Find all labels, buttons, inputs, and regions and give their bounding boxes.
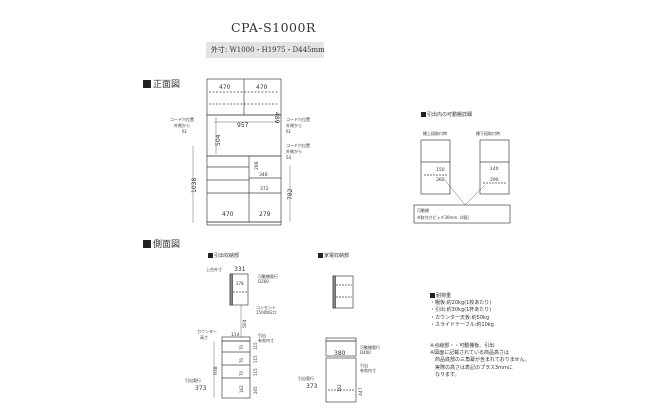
dim-upper-height: 489 [273, 112, 280, 124]
appliance-inner-label-1: 引出 [360, 362, 368, 368]
shelf-depth: 278 [236, 281, 244, 286]
dim-right-height: 782 [287, 188, 294, 200]
drawer-inner-3: 70 [239, 370, 244, 376]
upper-outer-label: 上台外寸 [206, 266, 222, 272]
appliance-inner-label-2: 有効内寸 [360, 367, 376, 373]
dim-mid-width: 957 [237, 122, 249, 129]
cord-left-label-1: コード穴位置 [170, 116, 194, 122]
lower-height: 938 [213, 366, 219, 375]
cord-right-upper-label-1: コード穴位置 [286, 116, 310, 122]
dim-mid-height: 504 [215, 134, 222, 146]
dim-total-height: 1038 [191, 178, 198, 193]
appliance-depth-label: 引出奥行 [298, 375, 314, 381]
drawer-pitch-1: 115 [253, 342, 258, 350]
legend-note: ※取付けピッチ30mm（4段） [417, 214, 472, 220]
counter-gap: 114 [231, 332, 240, 338]
appliance-shelf-label-1: 可動棚奥行 [360, 344, 380, 350]
side-view-heading: 側面図 [143, 237, 180, 250]
lower-dim-1: 140 [490, 166, 499, 172]
shelf-label-1: 可動棚奥行 [258, 273, 278, 279]
appliance-section-heading: 家電収納部 [318, 252, 349, 259]
outlet-label-1: コンセント [256, 305, 276, 310]
side-drawer-section-drawing [213, 273, 251, 399]
appliance-shelf-label-2: D400 [360, 350, 371, 355]
drawer-inner-2: 70 [239, 357, 244, 363]
outer-dimensions: 外寸: W1000・H1975・D445mm [206, 42, 325, 58]
cord-right-lower-label-1: コード穴位置 [286, 142, 310, 148]
dim-drawer-width: 372 [260, 186, 269, 192]
upper-dim-2: 360 [436, 177, 445, 183]
upper-dim-1: 150 [436, 167, 445, 173]
load-capacity-heading: 耐荷重 [430, 293, 530, 300]
dim-lower-left-width: 470 [222, 211, 234, 218]
drawer-depth-label: 引出奥行 [185, 377, 201, 383]
cord-right-lower-label-2: 外側から [286, 148, 302, 154]
appliance-lower-height: 447 [358, 387, 364, 396]
load-capacity-panel: 耐荷重 ・棚板:約20kg(1枚あたり) ・引出:約30kg(1杯あたり) ・カ… [430, 293, 530, 379]
counter-label-1: カウンター [197, 328, 217, 334]
cord-right-lower-value: 54 [286, 155, 292, 160]
load-item: ・棚板:約20kg(1枚あたり) [430, 300, 492, 307]
dim-upper-right-width: 470 [256, 84, 268, 91]
side-appliance-section-drawing [325, 275, 357, 403]
lower-dim-2: 290 [490, 177, 499, 183]
model-title: CPA-S1000R [231, 20, 316, 35]
shelf-detail-drawing [413, 139, 511, 224]
legend-title: 可動棚 [417, 207, 429, 213]
dim-lower-right-width: 279 [259, 211, 271, 218]
drawer-section-heading: 引出収納部 [208, 252, 239, 259]
counter-label-2: 高さ [200, 334, 208, 340]
note-line: 商品底部の三角幕が含まれておりません。 [430, 357, 530, 364]
lower-mount-label: 棚下段取付時 [476, 130, 500, 136]
cord-left-label-2: 外側から [174, 122, 190, 128]
note-line: なります。 [430, 371, 460, 378]
cord-left-value: 61 [182, 129, 188, 134]
drawer-inner-1: 70 [239, 344, 244, 350]
drawer-pitch-3: 115 [253, 368, 258, 376]
shelf-detail-heading: 引出内の可動棚詳細 [421, 111, 472, 118]
load-item: ・引出:約30kg(1杯あたり) [430, 307, 492, 314]
load-item: ・スライドテーブル:約10kg [430, 321, 494, 328]
drawer-pitch-4: 265 [253, 386, 258, 394]
drawer-depth: 373 [195, 385, 207, 392]
upper-mount-label: 棚上段取付時 [423, 130, 447, 136]
cord-right-upper-label-2: 外側から [286, 122, 302, 128]
appliance-drawer-inner: 162 [337, 384, 342, 392]
load-item: ・カウンター天板:約50kg [430, 314, 490, 321]
drawer-inner-label-1: 引出 [258, 332, 266, 338]
drawer-inner-label-2: 有効内寸 [258, 337, 274, 343]
appliance-shelf-width: 380 [334, 350, 346, 357]
note-line: 実際の高さは表記のプラス3mmに [430, 364, 513, 371]
dim-upper-left-width: 470 [219, 84, 231, 91]
cord-right-upper-value: 61 [286, 129, 292, 134]
note-line: ※図面に記載されている商品高さは [430, 350, 510, 357]
front-view-cabinet [192, 78, 291, 226]
dim-small-height: 288 [254, 161, 260, 170]
mid-height: 504 [242, 319, 248, 328]
front-view-heading: 正面図 [143, 77, 180, 90]
upper-depth: 331 [234, 266, 246, 273]
outlet-label-2: 1500W2口 [256, 310, 277, 315]
shelf-label-2: D260 [258, 279, 269, 284]
note-line: ※点線部・・可動棚板、引出 [430, 343, 495, 350]
drawer-pitch-2: 115 [253, 355, 258, 363]
appliance-depth: 373 [306, 383, 318, 390]
drawer-inner-4: 162 [239, 385, 244, 393]
dim-small-width: 346 [259, 172, 268, 178]
